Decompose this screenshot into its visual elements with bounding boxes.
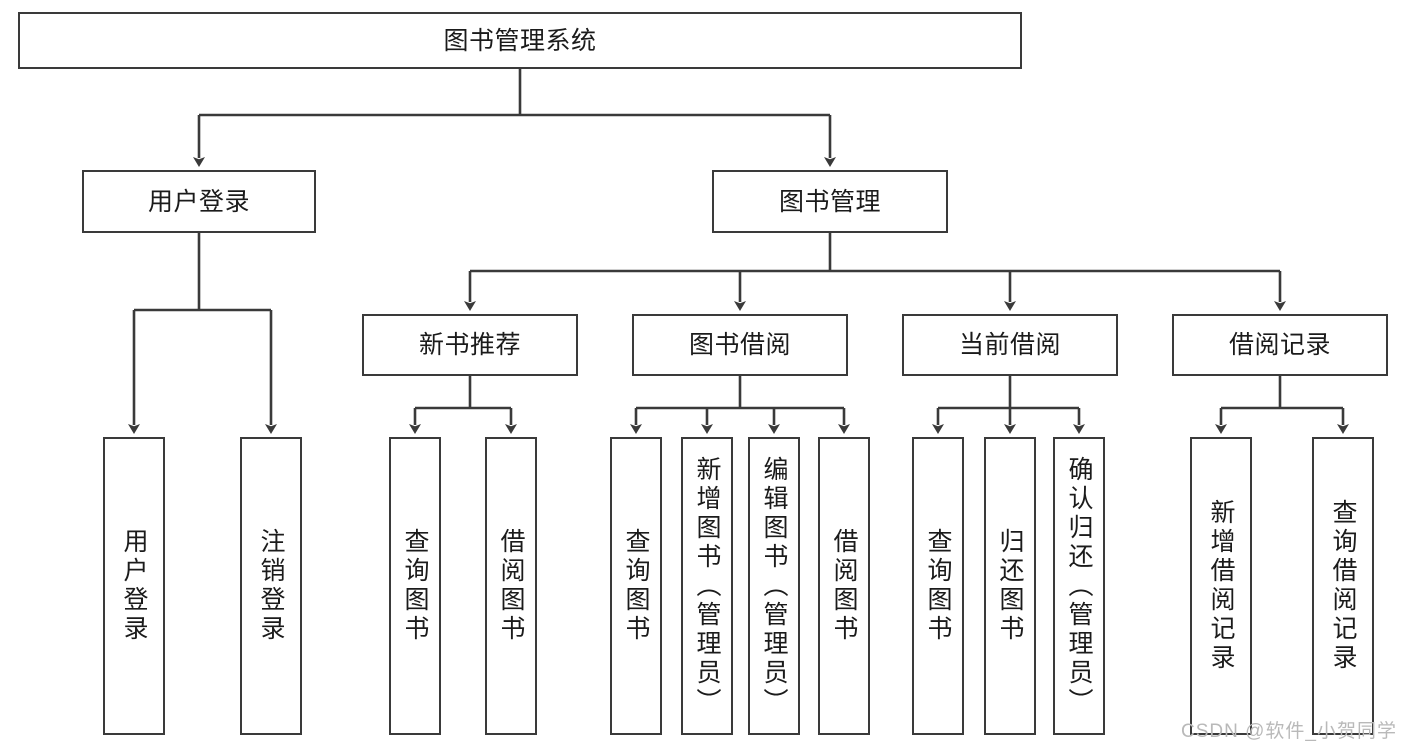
node-label: 注销登录 [257,528,285,644]
node-label: 借阅图书 [497,528,525,644]
node-leaf-add-borrow-record[interactable]: 新增借阅记录 [1190,437,1252,735]
watermark: CSDN @软件_小贺同学 [1181,721,1397,742]
node-label: 图书管理 [778,187,881,216]
node-label: 新书推荐 [418,331,521,359]
node-leaf-user-login[interactable]: 用户登录 [103,437,165,735]
node-label: 查询图书 [401,528,429,644]
node-level3-new-book-recommend[interactable]: 新书推荐 [362,314,578,376]
node-label: 新增借阅记录 [1207,499,1235,673]
node-leaf-return-book[interactable]: 归还图书 [984,437,1036,735]
node-label: 编辑图书（管理员） [760,455,788,717]
node-leaf-confirm-return-admin[interactable]: 确认归还（管理员） [1053,437,1105,735]
node-leaf-logout[interactable]: 注销登录 [240,437,302,735]
node-label: 查询图书 [622,528,650,644]
node-leaf-edit-book-admin[interactable]: 编辑图书（管理员） [748,437,800,735]
node-level3-borrow-records[interactable]: 借阅记录 [1172,314,1388,376]
node-root[interactable]: 图书管理系统 [18,12,1022,69]
node-label: 查询图书 [924,528,952,644]
node-label: 用户登录 [147,187,250,216]
node-leaf-add-book-admin[interactable]: 新增图书（管理员） [681,437,733,735]
node-leaf-borrow-book-recommend[interactable]: 借阅图书 [485,437,537,735]
node-label: 确认归还（管理员） [1065,455,1093,717]
node-leaf-query-book-recommend[interactable]: 查询图书 [389,437,441,735]
node-leaf-query-book-current[interactable]: 查询图书 [912,437,964,735]
node-label: 借阅图书 [830,528,858,644]
node-label: 图书借阅 [688,331,791,359]
node-label: 用户登录 [120,528,148,644]
node-label: 查询借阅记录 [1329,499,1357,673]
node-leaf-borrow-book[interactable]: 借阅图书 [818,437,870,735]
node-label: 当前借阅 [958,331,1061,359]
node-leaf-query-borrow-record[interactable]: 查询借阅记录 [1312,437,1374,735]
node-level2-user-login[interactable]: 用户登录 [82,170,316,233]
node-leaf-query-book-borrow[interactable]: 查询图书 [610,437,662,735]
node-level3-book-borrow[interactable]: 图书借阅 [632,314,848,376]
node-label: 新增图书（管理员） [693,455,721,717]
node-level3-current-borrow[interactable]: 当前借阅 [902,314,1118,376]
node-label: 图书管理系统 [443,26,597,55]
node-label: 归还图书 [996,528,1024,644]
node-label: 借阅记录 [1228,331,1331,359]
node-level2-book-management[interactable]: 图书管理 [712,170,948,233]
